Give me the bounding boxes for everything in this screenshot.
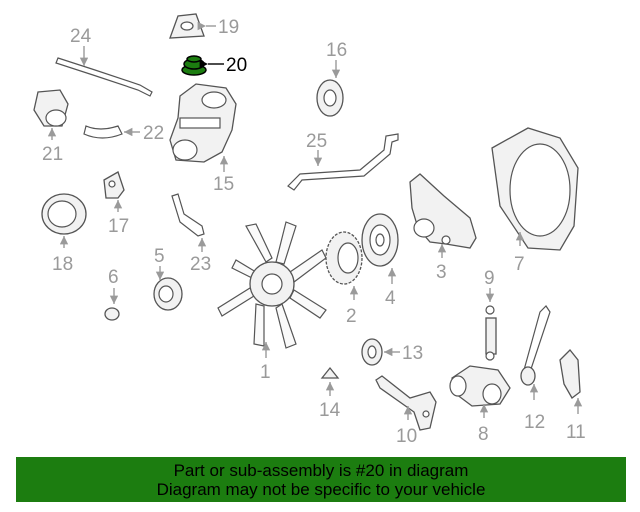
part-1-drawing — [217, 221, 327, 349]
callout-17[interactable]: 17 — [108, 216, 129, 237]
part-4-drawing — [361, 213, 399, 267]
part-12-drawing — [520, 305, 551, 386]
part-21-drawing — [33, 89, 69, 127]
callout-23[interactable]: 23 — [190, 254, 211, 275]
callout-1[interactable]: 1 — [260, 362, 271, 383]
callout-3[interactable]: 3 — [436, 262, 447, 283]
part-8-drawing — [449, 365, 511, 407]
part-22-drawing — [83, 125, 123, 139]
banner-line-2: Diagram may not be specific to your vehi… — [156, 480, 486, 499]
part-16-drawing — [316, 79, 344, 117]
part-13-drawing — [361, 338, 383, 366]
part-7-drawing — [491, 127, 579, 251]
part-3-drawing — [409, 173, 477, 249]
part-6-drawing — [104, 307, 120, 321]
callout-10[interactable]: 10 — [396, 426, 417, 447]
part-2-drawing — [325, 231, 363, 285]
callout-9[interactable]: 9 — [484, 268, 495, 289]
part-10-drawing — [375, 375, 437, 431]
parts-diagram: 19 20 24 21 22 15 16 25 — [33, 13, 586, 447]
callout-6[interactable]: 6 — [108, 267, 119, 288]
part-15-drawing — [169, 83, 237, 163]
callout-18[interactable]: 18 — [52, 254, 73, 275]
callout-11[interactable]: 11 — [566, 422, 586, 443]
part-11-drawing — [559, 349, 581, 399]
part-24-drawing — [55, 57, 153, 97]
callout-13[interactable]: 13 — [402, 343, 423, 364]
part-25-drawing — [287, 133, 399, 191]
callout-14[interactable]: 14 — [319, 400, 341, 421]
part-9-drawing — [485, 305, 497, 361]
part-17-drawing — [103, 171, 125, 199]
part-20-drawing[interactable] — [181, 55, 207, 76]
callout-8[interactable]: 8 — [478, 424, 489, 445]
callout-15[interactable]: 15 — [213, 174, 234, 195]
fitment-banner: Part or sub-assembly is #20 in diagram D… — [16, 457, 626, 502]
banner-line-1: Part or sub-assembly is #20 in diagram — [173, 461, 469, 480]
callout-7[interactable]: 7 — [514, 254, 525, 275]
callout-22[interactable]: 22 — [143, 123, 164, 144]
callout-5[interactable]: 5 — [154, 246, 165, 267]
callout-4[interactable]: 4 — [385, 288, 396, 309]
part-5-drawing — [153, 277, 183, 311]
part-14-drawing — [320, 366, 340, 379]
callout-25[interactable]: 25 — [306, 131, 327, 152]
part-23-drawing — [171, 193, 205, 237]
callout-12[interactable]: 12 — [524, 412, 545, 433]
callout-2[interactable]: 2 — [346, 306, 357, 327]
callout-20[interactable]: 20 — [226, 55, 247, 76]
part-19-drawing — [169, 13, 205, 39]
callout-21[interactable]: 21 — [42, 144, 63, 165]
callout-16[interactable]: 16 — [326, 40, 347, 61]
callout-19[interactable]: 19 — [218, 17, 239, 38]
callout-24[interactable]: 24 — [70, 26, 92, 47]
part-18-drawing — [41, 193, 87, 235]
